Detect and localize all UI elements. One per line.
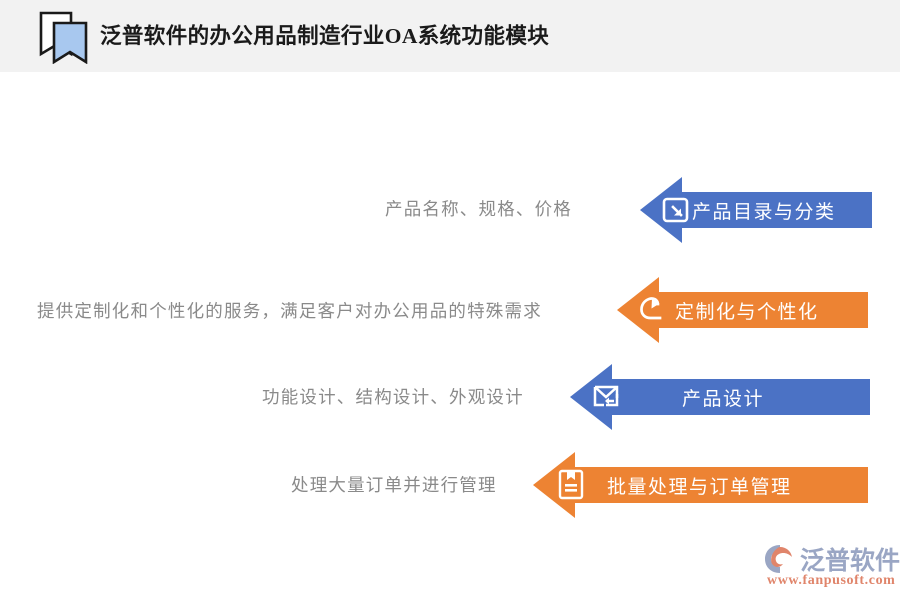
row-description-product-catalog: 产品名称、规格、价格 bbox=[385, 199, 572, 219]
document-lines-icon bbox=[558, 469, 584, 505]
arrow-label-product-catalog: 产品目录与分类 bbox=[692, 202, 836, 223]
arrow-shape bbox=[617, 277, 868, 343]
arrow-label-batch-order-management: 批量处理与订单管理 bbox=[607, 477, 792, 498]
row-description-batch-order-management: 处理大量订单并进行管理 bbox=[291, 475, 497, 495]
mail-reply-icon bbox=[592, 384, 622, 416]
arrow-label-customization: 定制化与个性化 bbox=[675, 302, 819, 323]
brand-logo: 泛普软件 www.fanpusoft.com bbox=[762, 540, 900, 592]
arrow-shape bbox=[570, 364, 870, 430]
redo-arrow-icon bbox=[637, 296, 667, 329]
fanpu-swoosh-icon bbox=[764, 544, 798, 574]
arrow-label-product-design: 产品设计 bbox=[682, 389, 765, 410]
arrow-banner-customization[interactable]: 定制化与个性化 bbox=[617, 277, 868, 343]
arrow-banner-batch-order-management[interactable]: 批量处理与订单管理 bbox=[533, 452, 868, 518]
logo-company-name: 泛普软件 bbox=[800, 548, 900, 575]
expand-square-icon bbox=[662, 197, 689, 228]
double-bookmark-icon bbox=[37, 10, 93, 65]
arrow-banner-product-catalog[interactable]: 产品目录与分类 bbox=[640, 177, 872, 243]
page-title: 泛普软件的办公用品制造行业OA系统功能模块 bbox=[100, 24, 550, 48]
row-description-product-design: 功能设计、结构设计、外观设计 bbox=[262, 387, 524, 407]
logo-website-url: www.fanpusoft.com bbox=[767, 573, 896, 588]
header-bar: 泛普软件的办公用品制造行业OA系统功能模块 bbox=[0, 0, 900, 72]
row-description-customization: 提供定制化和个性化的服务，满足客户对办公用品的特殊需求 bbox=[37, 301, 542, 321]
arrow-shape bbox=[533, 452, 868, 518]
arrow-shape bbox=[640, 177, 872, 243]
arrow-banner-product-design[interactable]: 产品设计 bbox=[570, 364, 870, 430]
